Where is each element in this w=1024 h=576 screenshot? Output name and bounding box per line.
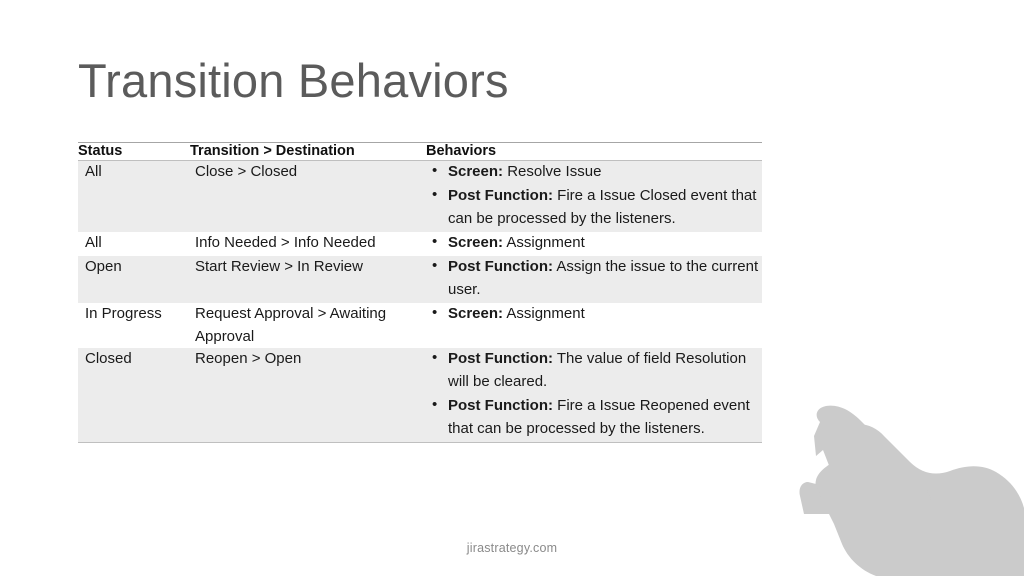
behaviors-list: Screen: Assignment — [426, 231, 762, 255]
behavior-label: Post Function: — [448, 258, 553, 276]
cell-behaviors: Screen: Resolve Issue Post Function: Fir… — [426, 160, 762, 232]
list-item: Screen: Assignment — [426, 302, 762, 326]
column-header-status: Status — [78, 143, 123, 159]
list-item: Post Function: Fire a Issue Reopened eve… — [426, 394, 762, 441]
cell-behaviors: Post Function: Assign the issue to the c… — [426, 255, 762, 303]
behavior-label: Screen: — [448, 234, 504, 252]
cell-transition: Start Review > In Review — [195, 258, 363, 276]
behavior-text: The value of field Resolution will be cl… — [448, 350, 747, 390]
cell-behaviors: Screen: Assignment — [426, 302, 762, 348]
behavior-label: Screen: — [448, 305, 504, 323]
table-row: Closed Reopen > Open Post Function: The … — [78, 347, 762, 443]
cell-transition: Close > Closed — [195, 163, 298, 181]
behavior-text: Fire a Issue Closed event that can be pr… — [448, 187, 757, 228]
cell-status: All — [85, 234, 102, 252]
behavior-text: Assign the issue to the current user. — [448, 258, 759, 299]
cell-transition: Info Needed > Info Needed — [195, 234, 376, 252]
behaviors-list: Post Function: The value of field Resolu… — [426, 347, 762, 441]
watermark-text: jirastrategy.com — [466, 541, 558, 555]
behaviors-list: Post Function: Assign the issue to the c… — [426, 255, 762, 302]
column-header-behaviors: Behaviors — [426, 143, 497, 159]
cell-behaviors: Screen: Assignment — [426, 231, 762, 256]
cell-transition: Request Approval > Awaiting Approval — [195, 305, 387, 345]
column-header-transition: Transition > Destination — [190, 143, 355, 159]
list-item: Post Function: Assign the issue to the c… — [426, 255, 762, 302]
cell-status: Closed — [85, 350, 132, 368]
cell-status: Open — [85, 258, 122, 276]
behavior-label: Post Function: — [448, 187, 553, 205]
cell-transition: Reopen > Open — [195, 350, 302, 368]
table-body: All Close > Closed Screen: Resolve Issue… — [78, 160, 762, 443]
behavior-text: Resolve Issue — [503, 163, 602, 181]
list-item: Screen: Resolve Issue — [426, 160, 762, 184]
behavior-label: Post Function: — [448, 350, 553, 368]
behaviors-list: Screen: Assignment — [426, 302, 762, 326]
behavior-label: Post Function: — [448, 396, 553, 414]
table-row: In Progress Request Approval > Awaiting … — [78, 302, 762, 349]
page-title: Transition Behaviors — [78, 54, 509, 107]
table-header-row: Status Transition > Destination Behavior… — [78, 142, 762, 161]
list-item: Post Function: Fire a Issue Closed event… — [426, 184, 762, 231]
behavior-text: Assignment — [503, 305, 585, 323]
behavior-label: Screen: — [448, 163, 504, 181]
cell-status: In Progress — [85, 305, 162, 323]
table-row: Open Start Review > In Review Post Funct… — [78, 255, 762, 304]
table-row: All Close > Closed Screen: Resolve Issue… — [78, 160, 762, 233]
behaviors-list: Screen: Resolve Issue Post Function: Fir… — [426, 160, 762, 231]
behavior-text: Fire a Issue Reopened event that can be … — [448, 396, 750, 437]
transition-behaviors-table: Status Transition > Destination Behavior… — [78, 142, 762, 443]
list-item: Screen: Assignment — [426, 231, 762, 255]
list-item: Post Function: The value of field Resolu… — [426, 347, 762, 394]
behavior-text: Assignment — [503, 234, 585, 252]
cell-behaviors: Post Function: The value of field Resolu… — [426, 347, 762, 442]
table-header: Status Transition > Destination Behavior… — [78, 142, 762, 161]
table-row: All Info Needed > Info Needed Screen: As… — [78, 231, 762, 257]
cell-status: All — [85, 163, 102, 181]
